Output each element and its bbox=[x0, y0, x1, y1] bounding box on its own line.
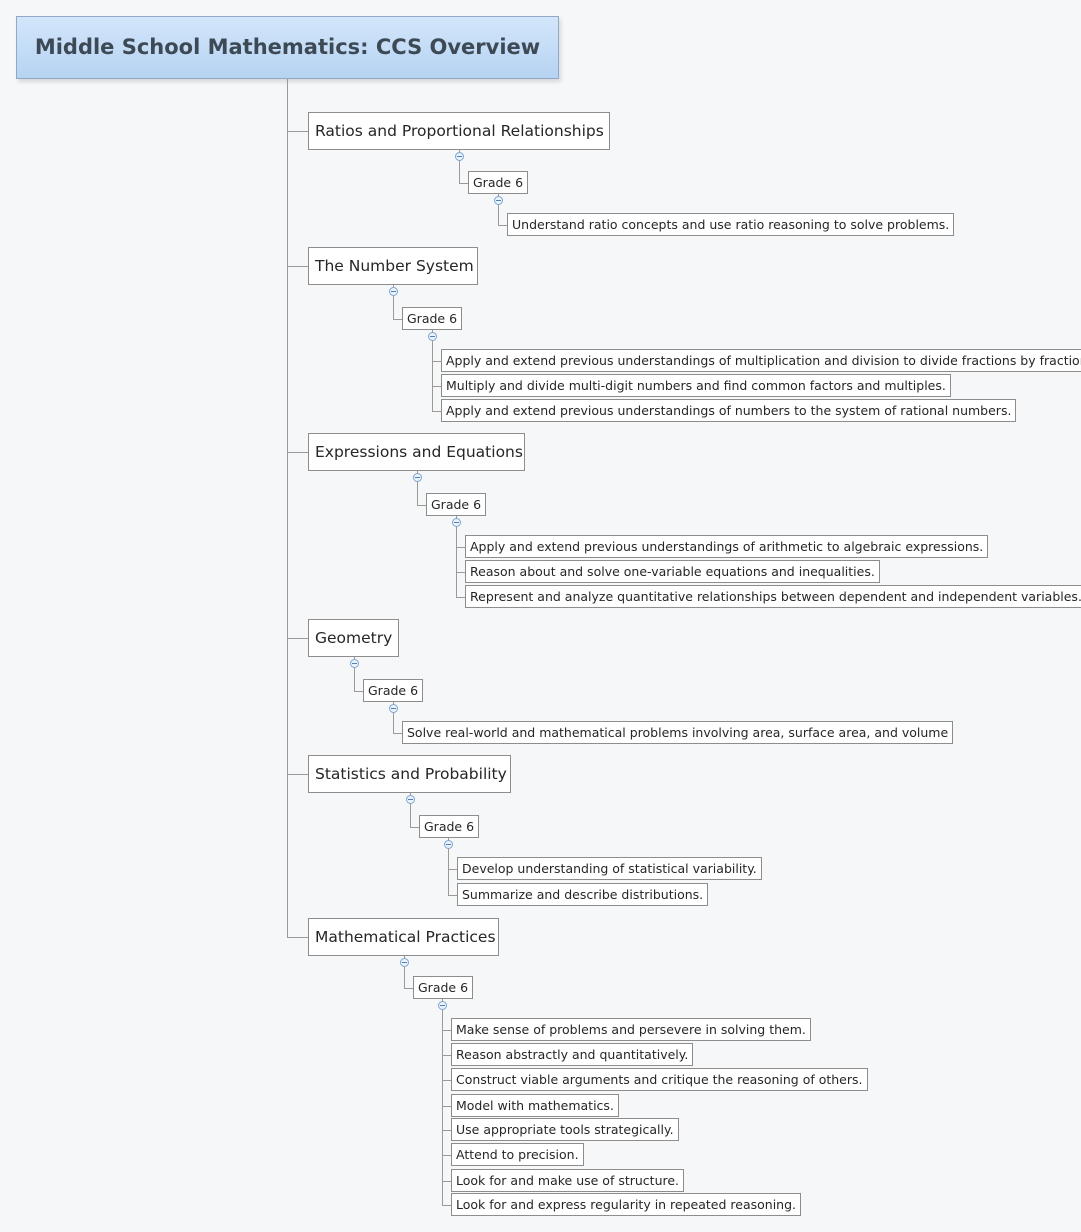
root-topic[interactable]: Middle School Mathematics: CCS Overview bbox=[16, 16, 559, 79]
connector-line bbox=[287, 937, 308, 938]
connector-line bbox=[287, 638, 308, 639]
topic-node[interactable]: Geometry bbox=[308, 619, 399, 657]
standard-node[interactable]: Use appropriate tools strategically. bbox=[451, 1118, 679, 1141]
standard-node[interactable]: Solve real-world and mathematical proble… bbox=[402, 721, 954, 744]
collapse-toggle-icon[interactable] bbox=[452, 517, 461, 527]
grade-node[interactable]: Grade 6 bbox=[363, 679, 424, 702]
standard-node[interactable]: Apply and extend previous understandings… bbox=[441, 399, 1017, 422]
connector-line bbox=[448, 868, 457, 870]
topic-node[interactable]: Mathematical Practices bbox=[308, 918, 499, 956]
connector-line bbox=[287, 774, 308, 775]
connector-line bbox=[287, 79, 288, 937]
connector-line bbox=[432, 360, 441, 362]
standard-node[interactable]: Look for and express regularity in repea… bbox=[451, 1193, 801, 1216]
connector-line bbox=[432, 385, 441, 387]
standard-node[interactable]: Multiply and divide multi-digit numbers … bbox=[441, 374, 951, 397]
grade-node[interactable]: Grade 6 bbox=[419, 815, 480, 838]
topic-node[interactable]: Ratios and Proportional Relationships bbox=[308, 112, 610, 150]
grade-node[interactable]: Grade 6 bbox=[402, 307, 463, 330]
standard-node[interactable]: Attend to precision. bbox=[451, 1143, 584, 1166]
connector-line bbox=[393, 285, 394, 319]
standard-node[interactable]: Construct viable arguments and critique … bbox=[451, 1068, 868, 1091]
collapse-toggle-icon[interactable] bbox=[389, 286, 398, 296]
connector-line bbox=[354, 657, 355, 691]
collapse-toggle-icon[interactable] bbox=[444, 839, 453, 849]
connector-line bbox=[354, 690, 363, 692]
connector-line bbox=[287, 266, 308, 267]
connector-line bbox=[417, 504, 426, 506]
connector-line bbox=[410, 793, 411, 827]
connector-line bbox=[459, 150, 460, 183]
connector-line bbox=[442, 1105, 451, 1107]
standard-node[interactable]: Represent and analyze quantitative relat… bbox=[465, 585, 1081, 608]
collapse-toggle-icon[interactable] bbox=[455, 151, 464, 161]
connector-line bbox=[442, 1180, 451, 1182]
connector-line bbox=[442, 1079, 451, 1081]
connector-line bbox=[404, 987, 413, 989]
standard-node[interactable]: Understand ratio concepts and use ratio … bbox=[507, 213, 955, 236]
connector-line bbox=[456, 516, 457, 597]
connector-line bbox=[442, 999, 443, 1205]
topic-node[interactable]: Expressions and Equations bbox=[308, 433, 525, 471]
collapse-toggle-icon[interactable] bbox=[428, 331, 437, 341]
standard-node[interactable]: Apply and extend previous understandings… bbox=[441, 349, 1081, 372]
standard-node[interactable]: Develop understanding of statistical var… bbox=[457, 857, 762, 880]
collapse-toggle-icon[interactable] bbox=[438, 1000, 447, 1010]
topic-node[interactable]: Statistics and Probability bbox=[308, 755, 511, 793]
grade-node[interactable]: Grade 6 bbox=[468, 171, 529, 194]
connector-line bbox=[404, 956, 405, 988]
collapse-toggle-icon[interactable] bbox=[406, 794, 415, 804]
collapse-toggle-icon[interactable] bbox=[494, 195, 503, 205]
connector-line bbox=[456, 571, 465, 573]
topic-node[interactable]: The Number System bbox=[308, 247, 478, 285]
standard-node[interactable]: Apply and extend previous understandings… bbox=[465, 535, 989, 558]
connector-line bbox=[287, 131, 308, 132]
connector-line bbox=[410, 826, 419, 828]
grade-node[interactable]: Grade 6 bbox=[413, 976, 474, 999]
standard-node[interactable]: Look for and make use of structure. bbox=[451, 1169, 685, 1192]
connector-line bbox=[393, 318, 402, 320]
connector-line bbox=[442, 1129, 451, 1131]
standard-node[interactable]: Reason about and solve one-variable equa… bbox=[465, 560, 880, 583]
connector-line bbox=[448, 838, 449, 895]
standard-node[interactable]: Model with mathematics. bbox=[451, 1094, 619, 1117]
connector-line bbox=[448, 894, 457, 896]
connector-line bbox=[442, 1029, 451, 1031]
connector-line bbox=[432, 330, 433, 411]
connector-line bbox=[432, 410, 441, 412]
collapse-toggle-icon[interactable] bbox=[350, 658, 359, 668]
connector-line bbox=[442, 1154, 451, 1156]
connector-line bbox=[459, 182, 468, 184]
standard-node[interactable]: Summarize and describe distributions. bbox=[457, 883, 709, 906]
connector-line bbox=[393, 732, 402, 734]
connector-line bbox=[498, 194, 499, 225]
standard-node[interactable]: Reason abstractly and quantitatively. bbox=[451, 1043, 694, 1066]
grade-node[interactable]: Grade 6 bbox=[426, 493, 487, 516]
connector-line bbox=[417, 471, 418, 505]
connector-line bbox=[442, 1054, 451, 1056]
connector-line bbox=[442, 1204, 451, 1206]
connector-line bbox=[287, 452, 308, 453]
collapse-toggle-icon[interactable] bbox=[413, 472, 422, 482]
collapse-toggle-icon[interactable] bbox=[389, 703, 398, 713]
standard-node[interactable]: Make sense of problems and persevere in … bbox=[451, 1018, 811, 1041]
connector-line bbox=[393, 702, 394, 733]
connector-line bbox=[498, 224, 507, 226]
connector-line bbox=[456, 546, 465, 548]
connector-line bbox=[456, 596, 465, 598]
collapse-toggle-icon[interactable] bbox=[400, 957, 409, 967]
